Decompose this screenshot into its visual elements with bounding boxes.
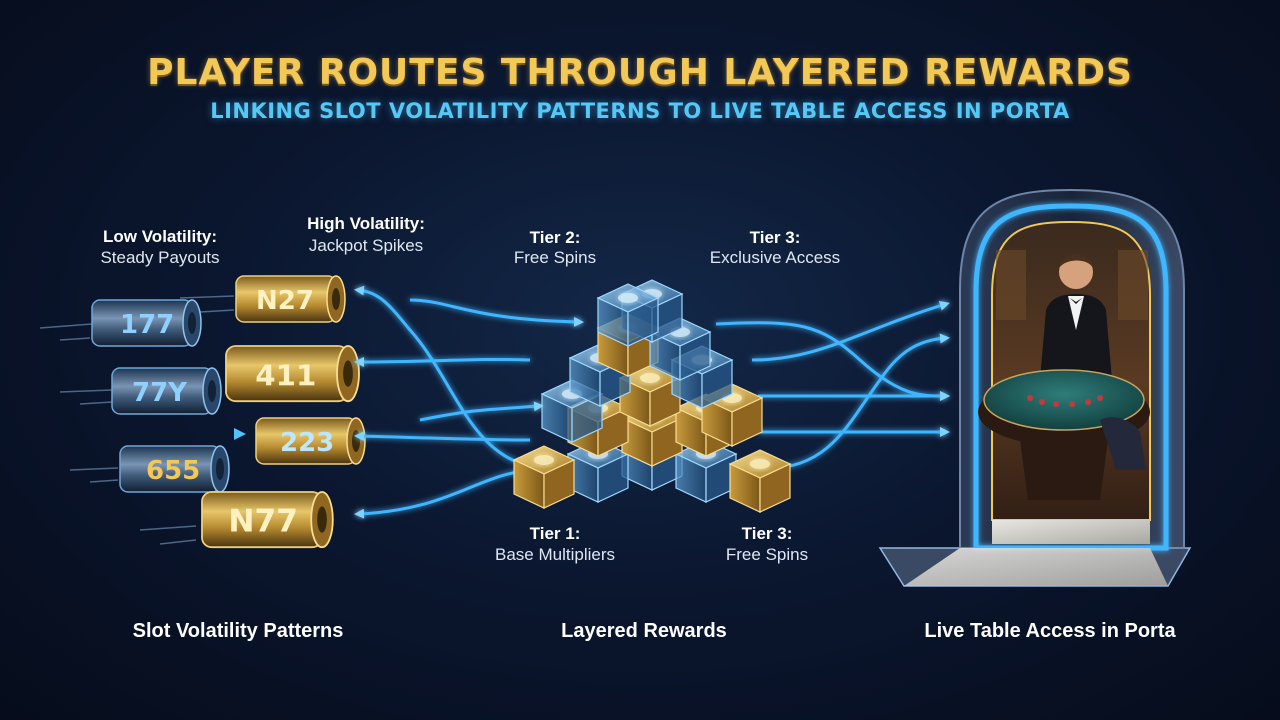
tier3-bottom-sub: Free Spins: [725, 545, 809, 564]
high-volatility-sub: Jackpot Spikes: [308, 236, 424, 255]
reel-symbols: N27: [256, 286, 314, 316]
reel-high-top: N27: [235, 275, 346, 323]
dealer: [1040, 254, 1112, 380]
reel-high-mid: 411: [225, 345, 360, 403]
reward-cube: [728, 449, 792, 513]
reel-low-bottom: 655: [119, 445, 230, 493]
page-subtitle: LINKING SLOT VOLATILITY PATTERNS TO LIVE…: [210, 99, 1070, 123]
tier3-top-sub: Exclusive Access: [709, 248, 841, 267]
reward-cube: [512, 445, 576, 509]
low-volatility-title: Low Volatility:: [103, 227, 217, 246]
reward-cube: [700, 383, 764, 447]
reel-symbols: 655: [146, 456, 200, 486]
section-layered-rewards: Layered Rewards: [561, 620, 727, 642]
section-slot-volatility: Slot Volatility Patterns: [132, 620, 344, 642]
reel-low-mid: 77Y: [111, 367, 222, 415]
reward-cube-stack: [512, 279, 792, 513]
tier3-top-title: Tier 3:: [749, 228, 801, 247]
slot-reels: 177 N27 77Y 411 655 223 N77: [91, 275, 366, 549]
page-title: PLAYER ROUTES THROUGH LAYERED REWARDS: [147, 52, 1133, 93]
reel-symbols: 177: [120, 310, 174, 340]
porta-arch: [878, 188, 1192, 587]
motion-streaks: [39, 295, 235, 545]
tier1-sub: Base Multipliers: [495, 545, 615, 564]
reel-symbols: N77: [228, 504, 298, 540]
reel-symbols: 411: [255, 359, 316, 393]
reel-low-top: 177: [91, 299, 202, 347]
tier2-title: Tier 2:: [529, 228, 581, 247]
tier1-title: Tier 1:: [529, 524, 581, 543]
tier2-sub: Free Spins: [513, 248, 597, 267]
tier3-bottom-title: Tier 3:: [741, 524, 793, 543]
high-volatility-title: High Volatility:: [307, 214, 425, 233]
reel-high-bottom: 223: [255, 417, 366, 465]
left-flow-arrows: [354, 285, 584, 519]
reward-cube: [596, 283, 660, 347]
low-volatility-sub: Steady Payouts: [100, 248, 220, 267]
reel-symbols: 77Y: [132, 378, 188, 408]
right-flow-arrows: [715, 300, 950, 470]
reel-jackpot: N77: [201, 491, 334, 549]
play-marker-icon: [234, 428, 246, 440]
section-live-table: Live Table Access in Porta: [924, 620, 1176, 642]
reel-symbols: 223: [280, 428, 334, 458]
table-chips: [1027, 395, 1103, 407]
